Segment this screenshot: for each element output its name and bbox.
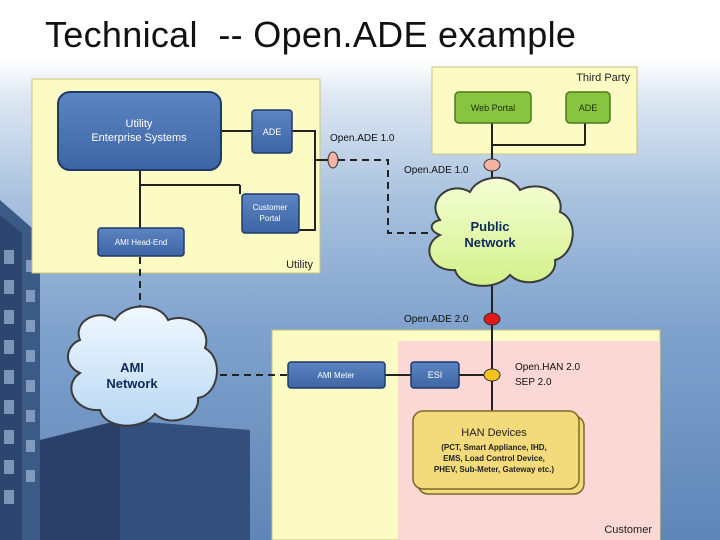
openade-thirdparty-label: Open.ADE 1.0 [404,165,469,176]
openhan-label-line2: SEP 2.0 [515,377,552,388]
ami-head-end-box: AMI Head-End [97,227,185,257]
openade-utility-marker [327,151,339,169]
esi-label: ESI [428,370,443,380]
openade-customer-label: Open.ADE 2.0 [404,314,469,325]
utility-zone-label: Utility [286,259,313,271]
third-party-zone-label: Third Party [576,72,630,84]
ami-head-end-label: AMI Head-End [115,238,167,247]
openhan-marker [483,368,501,382]
utility-enterprise-box: Utility Enterprise Systems [57,91,222,171]
ami-meter-box: AMI Meter [287,361,386,389]
customer-portal-line2: Portal [260,214,281,223]
esi-box: ESI [410,361,460,389]
han-devices-title: HAN Devices [461,427,527,439]
openade-thirdparty-marker [483,158,501,172]
public-network-cloud: Public Network [428,176,574,287]
slide-title: Technical -- Open.ADE example [45,14,577,55]
ami-meter-label: AMI Meter [318,371,355,380]
customer-portal-box: Customer Portal [241,193,300,234]
openade-utility-label: Open.ADE 1.0 [330,133,395,144]
han-devices-box: HAN Devices (PCT, Smart Appliance, IHD, … [412,410,585,495]
ade-utility-box: ADE [251,109,293,154]
ade-third-party-label: ADE [579,103,598,113]
connector-lines [139,122,586,412]
customer-portal-line1: Customer [253,203,288,212]
ade-third-party-box: ADE [565,91,611,124]
public-network-line2: Network [464,235,516,250]
utility-enterprise-line1: Utility [126,118,153,130]
web-portal-box: Web Portal [454,91,532,124]
ami-network-line2: Network [106,376,158,391]
utility-enterprise-line2: Enterprise Systems [91,132,187,144]
han-devices-line1: (PCT, Smart Appliance, IHD, [441,443,547,452]
han-devices-line2: EMS, Load Control Device, [443,454,545,463]
web-portal-label: Web Portal [471,103,515,113]
openade-customer-marker [483,312,501,326]
ami-network-line1: AMI [120,360,144,375]
public-network-line1: Public [470,219,509,234]
ami-network-cloud: AMI Network [67,305,218,427]
ade-utility-label: ADE [263,127,282,137]
han-devices-line3: PHEV, Sub-Meter, Gateway etc.) [434,465,555,474]
customer-zone-label: Customer [604,524,652,536]
openhan-label-line1: Open.HAN 2.0 [515,362,580,373]
